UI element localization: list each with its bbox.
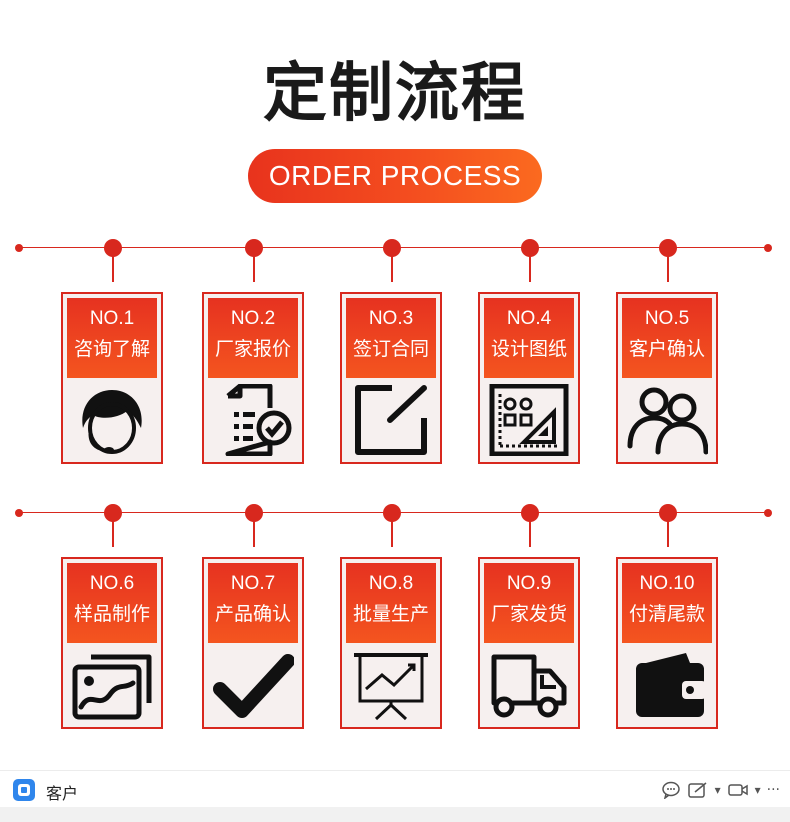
- chat-bubble-icon[interactable]: [661, 781, 681, 799]
- timeline-node: [104, 504, 122, 522]
- step-label: 样品制作: [73, 603, 150, 625]
- more-icon[interactable]: ···: [766, 782, 780, 798]
- toolbar: ▾ ▾ ···: [661, 779, 780, 801]
- video-call-icon[interactable]: [727, 782, 749, 798]
- step-header: NO.3 签订合同: [346, 298, 436, 378]
- timeline-stem: [667, 256, 669, 282]
- timeline-node: [383, 504, 401, 522]
- step-number: NO.8: [368, 573, 414, 594]
- step-number: NO.10: [639, 573, 695, 594]
- step-card-7: NO.7 产品确认: [202, 557, 304, 729]
- step-header: NO.1 咨询了解: [67, 298, 157, 378]
- input-area-strip: [0, 807, 790, 822]
- step-card-10: NO.10 付清尾款: [616, 557, 718, 729]
- dropdown-caret[interactable]: ▾: [714, 783, 721, 797]
- timeline-stem: [529, 256, 531, 282]
- step-number: NO.7: [230, 573, 276, 594]
- step-card-4: NO.4 设计图纸: [478, 292, 580, 464]
- timeline-stem: [391, 521, 393, 547]
- step-header: NO.4 设计图纸: [484, 298, 574, 378]
- customer-app-icon[interactable]: [13, 779, 35, 801]
- step-label: 产品确认: [214, 603, 291, 625]
- timeline-node: [659, 504, 677, 522]
- quote-document-icon: [212, 384, 294, 456]
- step-number: NO.1: [89, 308, 135, 329]
- timeline-node: [383, 239, 401, 257]
- step-header: NO.8 批量生产: [346, 563, 436, 643]
- timeline-stem: [253, 521, 255, 547]
- step-number: NO.6: [89, 573, 135, 594]
- step-number: NO.4: [506, 308, 552, 329]
- edit-note-icon[interactable]: [687, 781, 709, 799]
- step-number: NO.9: [506, 573, 552, 594]
- timeline-node: [521, 504, 539, 522]
- step-label: 咨询了解: [73, 338, 150, 360]
- subtitle-pill: ORDER PROCESS: [248, 149, 542, 203]
- timeline-row-2: [0, 503, 790, 547]
- step-header: NO.7 产品确认: [208, 563, 298, 643]
- step-label: 签订合同: [352, 338, 429, 360]
- step-label: 厂家报价: [214, 338, 291, 360]
- delivery-truck-icon: [488, 649, 570, 721]
- timeline-stem: [112, 521, 114, 547]
- step-card-5: NO.5 客户确认: [616, 292, 718, 464]
- timeline-node: [104, 239, 122, 257]
- timeline-node: [245, 239, 263, 257]
- image-gallery-icon: [71, 649, 153, 721]
- step-header: NO.10 付清尾款: [622, 563, 712, 643]
- timeline-stem: [391, 256, 393, 282]
- timeline-end-dot: [764, 244, 772, 252]
- step-card-2: NO.2 厂家报价: [202, 292, 304, 464]
- step-card-9: NO.9 厂家发货: [478, 557, 580, 729]
- design-drawing-icon: [488, 384, 570, 456]
- step-label: 厂家发货: [490, 603, 567, 625]
- step-number: NO.5: [644, 308, 690, 329]
- timeline-end-dot: [15, 244, 23, 252]
- step-label: 客户确认: [628, 338, 705, 360]
- step-header: NO.6 样品制作: [67, 563, 157, 643]
- timeline-node: [659, 239, 677, 257]
- step-number: NO.3: [368, 308, 414, 329]
- timeline-node: [245, 504, 263, 522]
- page-title: 定制流程: [263, 57, 527, 131]
- bottom-chat-bar: 客户 ▾ ▾ ···: [0, 770, 790, 822]
- step-number: NO.2: [230, 308, 276, 329]
- step-card-1: NO.1 咨询了解: [61, 292, 163, 464]
- users-icon: [626, 384, 708, 456]
- step-header: NO.5 客户确认: [622, 298, 712, 378]
- timeline-stem: [667, 521, 669, 547]
- step-header: NO.2 厂家报价: [208, 298, 298, 378]
- step-card-8: NO.8 批量生产: [340, 557, 442, 729]
- timeline-stem: [112, 256, 114, 282]
- timeline-end-dot: [764, 509, 772, 517]
- sign-edit-icon: [350, 384, 432, 456]
- timeline-stem: [253, 256, 255, 282]
- step-header: NO.9 厂家发货: [484, 563, 574, 643]
- step-label: 付清尾款: [628, 603, 705, 625]
- timeline-stem: [529, 521, 531, 547]
- contact-label: 客户: [46, 784, 79, 803]
- step-label: 设计图纸: [490, 338, 567, 360]
- checkmark-icon: [212, 649, 294, 721]
- wallet-icon: [626, 649, 708, 721]
- dropdown-caret[interactable]: ▾: [754, 783, 761, 797]
- step-label: 批量生产: [352, 603, 429, 625]
- timeline-end-dot: [15, 509, 23, 517]
- step-card-6: NO.6 样品制作: [61, 557, 163, 729]
- headset-agent-icon: [71, 384, 153, 456]
- timeline-row-1: [0, 238, 790, 282]
- timeline-node: [521, 239, 539, 257]
- step-card-3: NO.3 签订合同: [340, 292, 442, 464]
- presentation-chart-icon: [350, 649, 432, 721]
